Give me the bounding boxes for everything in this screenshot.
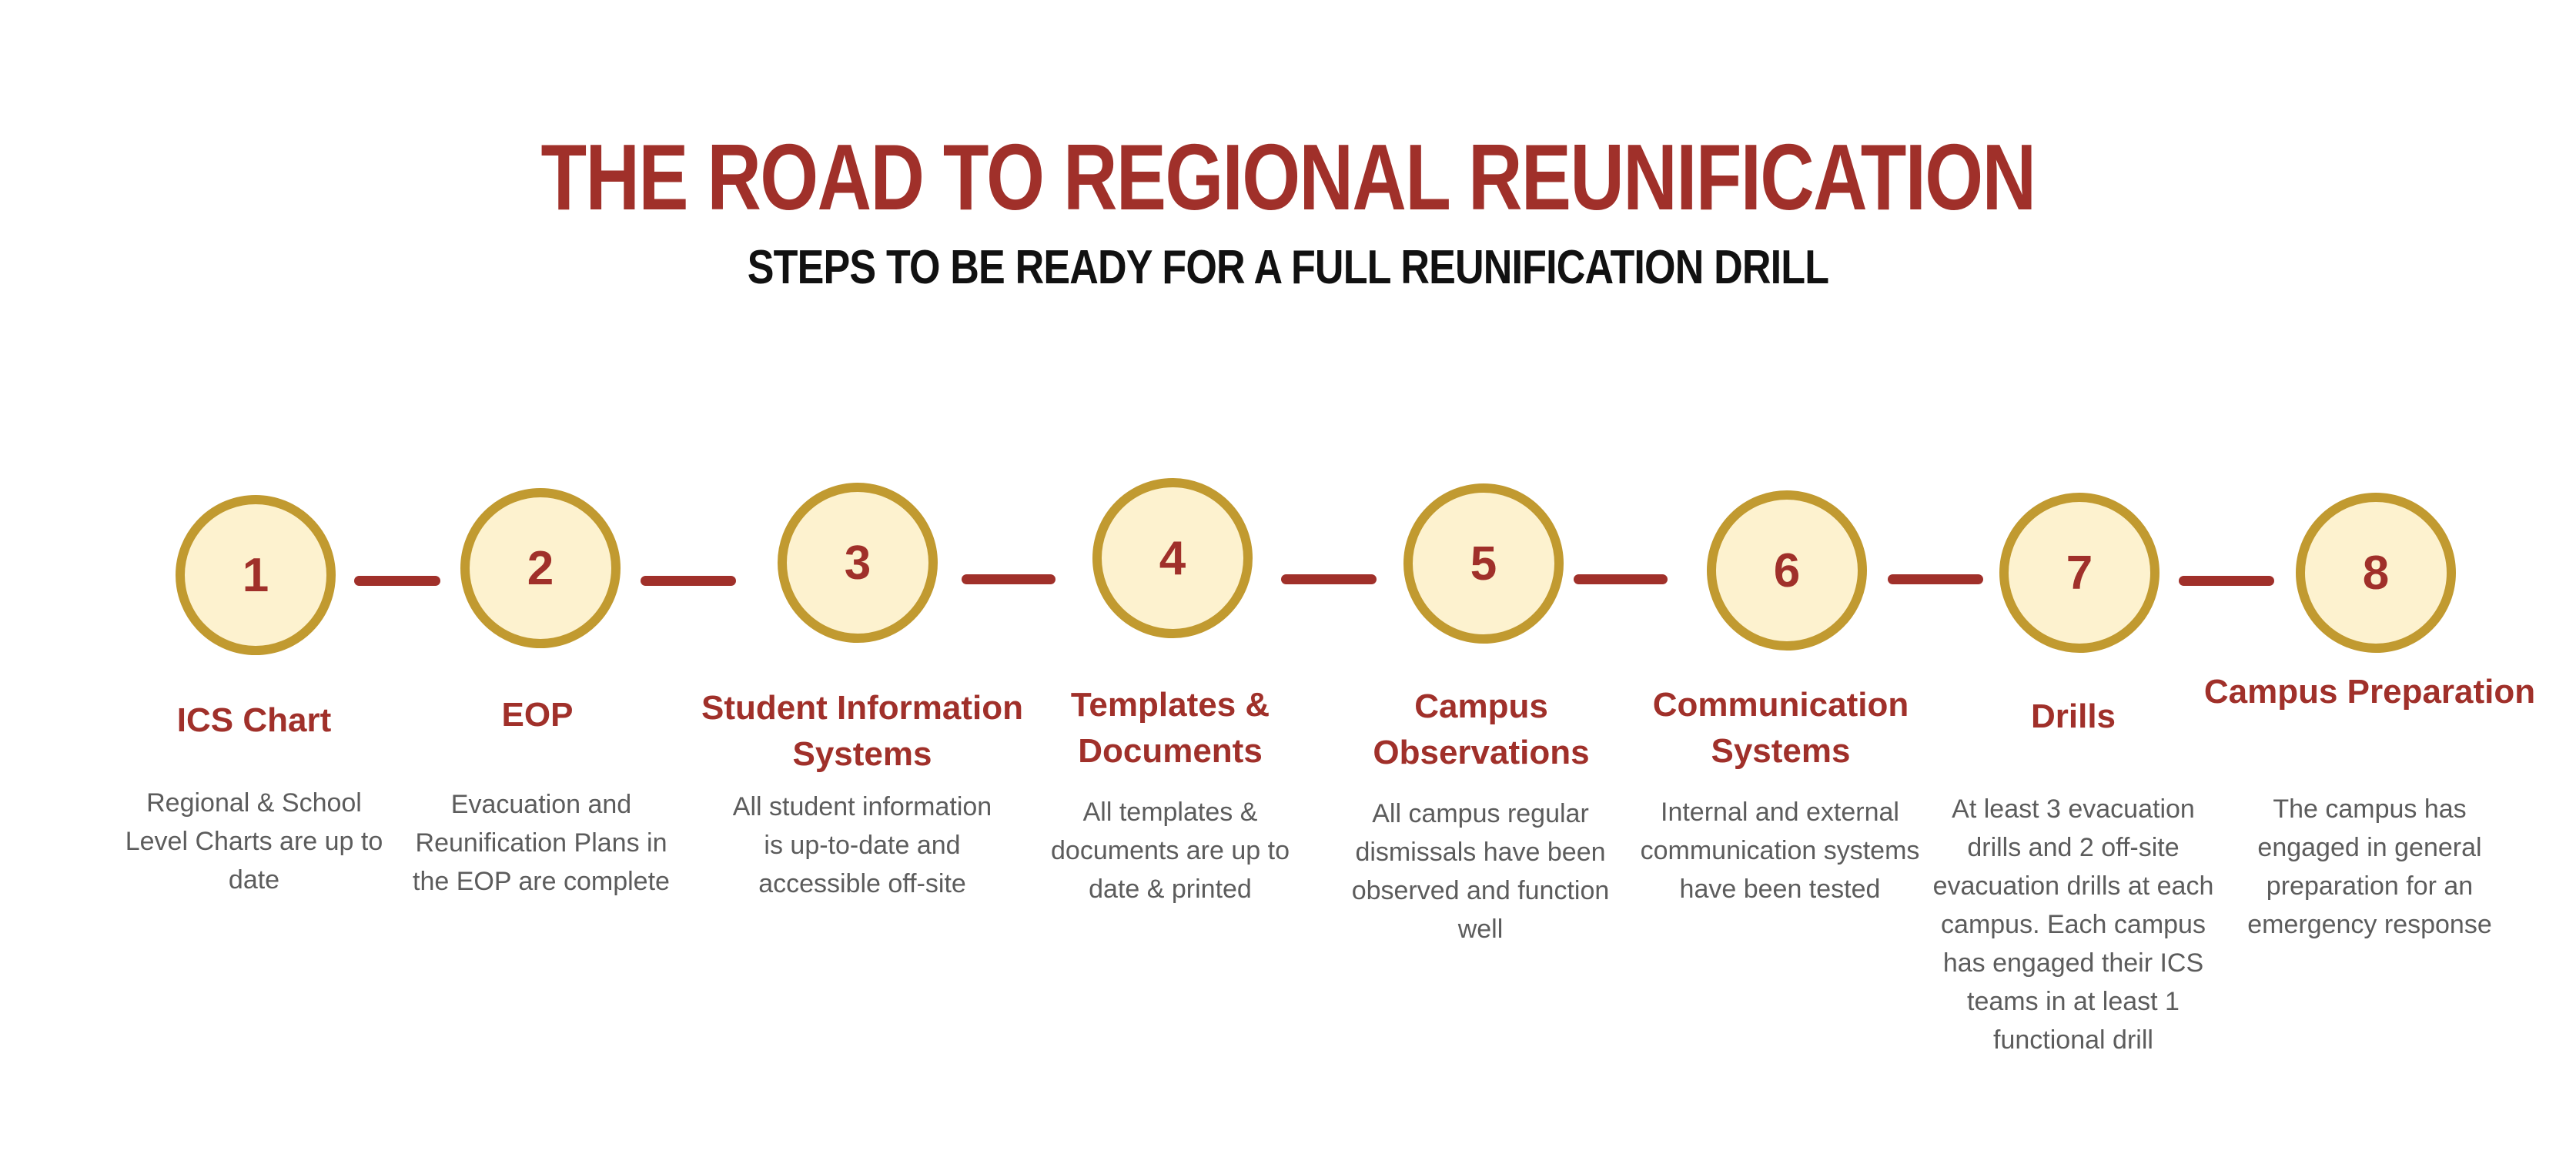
connector-7-8 bbox=[2179, 576, 2274, 586]
step-1-number: 1 bbox=[242, 548, 269, 602]
step-2-description: Evacuation and Reunification Plans in th… bbox=[413, 790, 670, 896]
step-6-description: Internal and external communication syst… bbox=[1640, 798, 1920, 904]
connector-4-5 bbox=[1281, 574, 1377, 584]
step-4-description: All templates & documents are up to date… bbox=[1051, 798, 1290, 904]
step-7-circle: 7 bbox=[1999, 493, 2159, 653]
step-6-title: Communication Systems bbox=[1652, 686, 1909, 770]
step-3-circle: 3 bbox=[778, 483, 938, 643]
step-8-title: Campus Preparation bbox=[2203, 673, 2536, 711]
page-title: THE ROAD TO REGIONAL REUNIFICATION bbox=[540, 125, 2036, 229]
step-8-description: The campus has engaged in general prepar… bbox=[2247, 794, 2492, 939]
step-8-circle: 8 bbox=[2296, 493, 2456, 653]
step-3-number: 3 bbox=[844, 536, 871, 590]
step-2-number: 2 bbox=[527, 541, 554, 595]
page-subtitle: STEPS TO BE READY FOR A FULL REUNIFICATI… bbox=[747, 241, 1829, 294]
step-5-number: 5 bbox=[1470, 537, 1497, 590]
step-8-number: 8 bbox=[2362, 546, 2390, 600]
step-7-number: 7 bbox=[2066, 546, 2093, 600]
step-7-title: Drills bbox=[2030, 697, 2116, 735]
step-3-title: Student Information Systems bbox=[701, 689, 1023, 773]
connector-1-2 bbox=[354, 576, 440, 586]
step-4-number: 4 bbox=[1159, 531, 1186, 585]
step-1-title: ICS Chart bbox=[176, 701, 332, 739]
step-5-description: All campus regular dismissals have been … bbox=[1351, 799, 1610, 944]
connector-6-7 bbox=[1888, 574, 1983, 584]
step-6-number: 6 bbox=[1773, 544, 1801, 597]
step-7-description: At least 3 evacuation drills and 2 off-s… bbox=[1932, 794, 2214, 1055]
step-5-circle: 5 bbox=[1403, 483, 1564, 644]
step-1-description: Regional & School Level Charts are up to… bbox=[125, 788, 383, 895]
step-1-circle: 1 bbox=[176, 495, 336, 655]
connector-2-3 bbox=[641, 576, 736, 586]
step-4-title: Templates & Documents bbox=[1070, 686, 1270, 770]
connector-5-6 bbox=[1574, 574, 1668, 584]
step-6-circle: 6 bbox=[1707, 490, 1867, 651]
step-5-title: Campus Observations bbox=[1373, 687, 1590, 771]
step-2-circle: 2 bbox=[460, 488, 621, 648]
step-4-circle: 4 bbox=[1092, 478, 1253, 638]
step-2-title: EOP bbox=[501, 696, 574, 734]
connector-3-4 bbox=[962, 574, 1055, 584]
step-3-description: All student information is up-to-date an… bbox=[732, 792, 992, 898]
